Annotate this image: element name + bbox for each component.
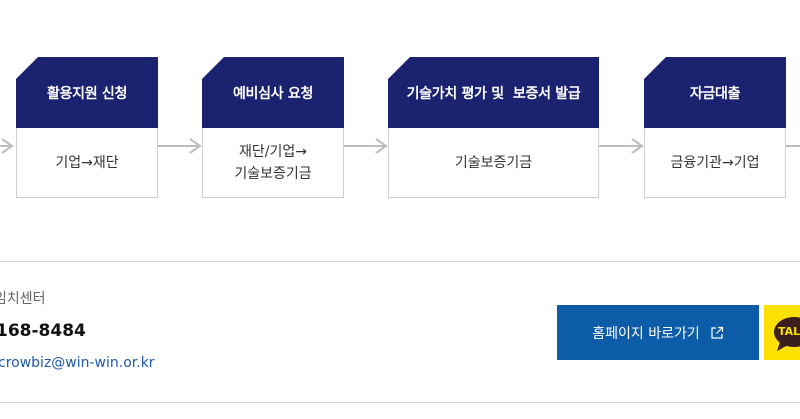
process-step-preliminary-review: 예비심사 요청 재단/기업→ 기술보증기금 (202, 57, 344, 198)
step-description-line: 재단/기업→ (239, 143, 307, 160)
external-link-icon (711, 326, 723, 339)
process-step-valuation-guarantee: 기술가치 평가 및 보증서 발급 기술보증기금 (388, 57, 599, 198)
step-description-line: 기술보증기금 (454, 154, 533, 171)
contact-phone: 168-8484 (0, 321, 86, 341)
homepage-button[interactable]: 홈페이지 바로가기 (557, 305, 759, 360)
step-description: 기술보증기금 (388, 128, 599, 198)
step-description-line: 기술보증기금 (234, 165, 312, 182)
step-title: 기술가치 평가 및 보증서 발급 (388, 57, 599, 128)
process-step-loan: 자금대출 금융기관→기업 (644, 57, 786, 198)
kakao-talk-label: TALK (778, 325, 800, 338)
step-description: 기업→재단 (16, 128, 158, 198)
section-divider (0, 261, 800, 262)
kakao-talk-icon (774, 317, 800, 351)
flow-arrow (599, 138, 644, 154)
flow-arrow (158, 138, 202, 154)
step-description-line: 금융기관→기업 (670, 154, 760, 171)
homepage-button-label: 홈페이지 바로가기 (592, 325, 700, 342)
step-title: 활용지원 신청 (16, 57, 158, 128)
contact-label: 임치센터 (0, 291, 46, 307)
step-description: 재단/기업→ 기술보증기금 (202, 128, 344, 198)
step-title: 예비심사 요청 (202, 57, 344, 128)
flow-arrow (344, 138, 388, 154)
step-title: 자금대출 (644, 57, 786, 128)
contact-email-link[interactable]: crowbiz@win-win.or.kr (0, 355, 155, 371)
flow-arrow (0, 138, 14, 154)
flow-arrow (786, 145, 800, 147)
step-description: 금융기관→기업 (644, 128, 786, 198)
step-description-line: 기업→재단 (55, 154, 119, 171)
kakao-talk-button[interactable]: TALK (764, 305, 800, 360)
process-step-application: 활용지원 신청 기업→재단 (16, 57, 158, 198)
section-divider (0, 402, 800, 403)
